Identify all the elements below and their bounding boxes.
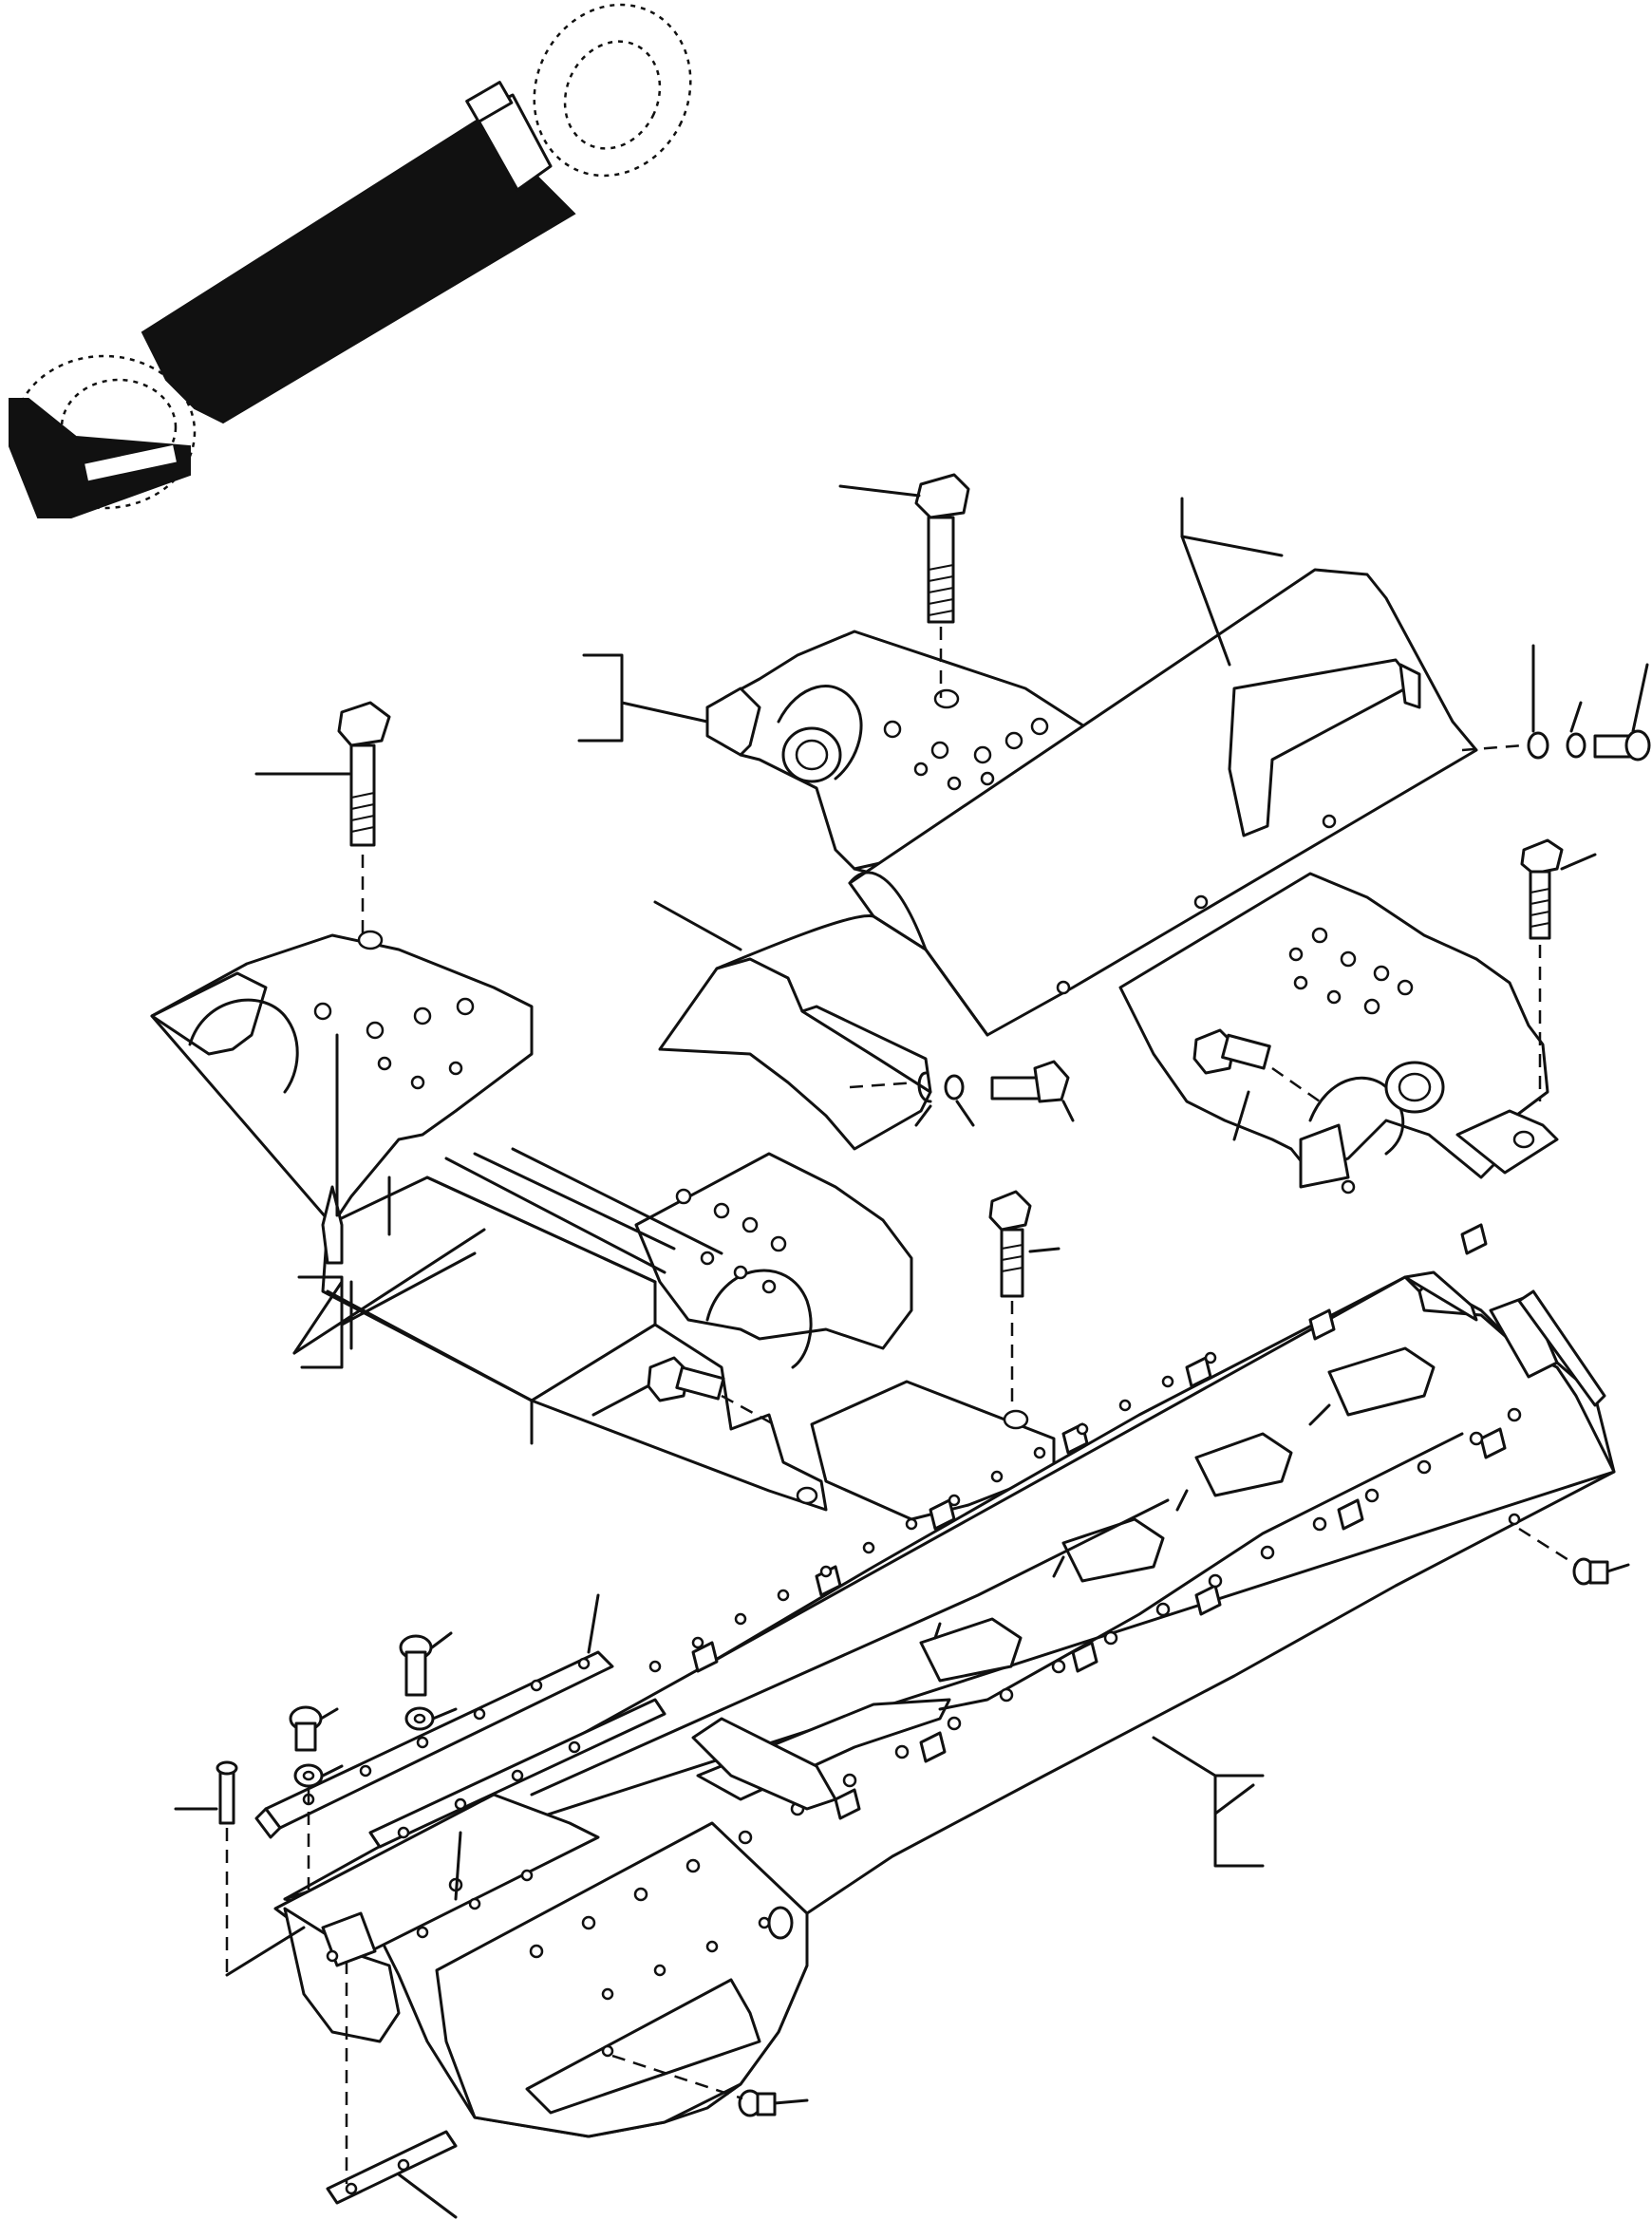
center-cover-guard: [653, 497, 1478, 1151]
front-axle-support-bracket: [1118, 872, 1559, 1195]
front-middle-bolt: [1192, 1028, 1321, 1141]
left-front-bolt: [988, 1190, 1061, 1410]
top-guard-strip: [254, 1593, 614, 1839]
rear-top-bolt: [838, 473, 970, 698]
right-yoke-outline: [533, 3, 692, 178]
cover-fasteners-bottom: [849, 1060, 1075, 1127]
main-frame-rail: [283, 1223, 1616, 2138]
cover-fasteners-right: [1461, 644, 1651, 762]
left-yoke-inner: [60, 378, 178, 477]
guard-fasteners: [174, 1631, 462, 2184]
frame-rear-fastener: [1518, 1527, 1630, 1586]
left-yoke-outline: [12, 354, 197, 510]
left-axle-support-bracket: [150, 930, 1056, 1521]
rear-group-label-bracket: [577, 653, 709, 743]
second-guard-strip: [368, 1698, 666, 1849]
lower-guard-strip: [326, 2130, 458, 2219]
right-yoke-inner: [563, 40, 662, 150]
left-bracket-bolt-hole: [357, 930, 384, 950]
left-group-label-bracket: [297, 1251, 477, 1369]
shaft-front-end: [9, 398, 191, 518]
rear-bracket-bolt-hole: [933, 688, 960, 709]
shaft-slot: [84, 444, 177, 481]
shaft-clamp: [465, 81, 514, 123]
front-right-bolt: [1520, 838, 1597, 1101]
left-bracket-lower-bolt: [591, 1356, 775, 1426]
bottom-guard-plate: [273, 1793, 600, 2043]
left-top-bolt: [254, 701, 391, 935]
frame-lower-fastener: [611, 2054, 809, 2117]
drive-shaft-assembly: [9, 3, 692, 518]
